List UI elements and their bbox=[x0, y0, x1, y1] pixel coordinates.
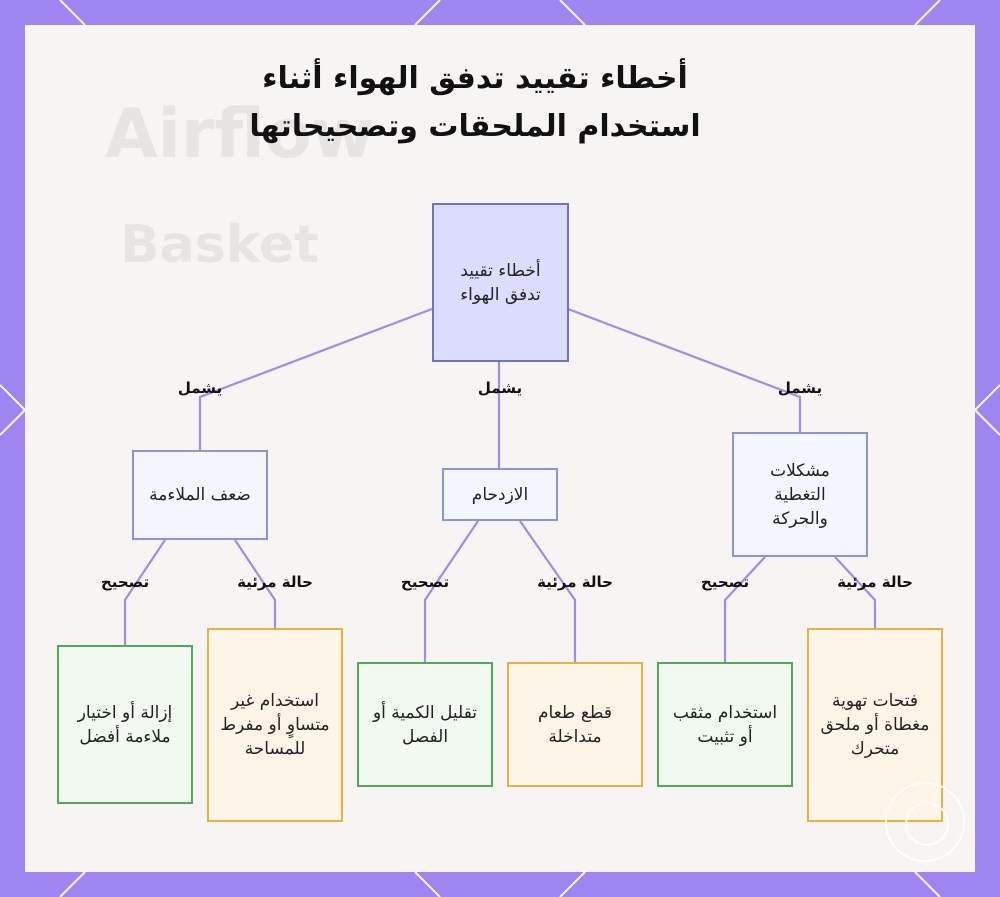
edge-label-case-1: حالة مرئية bbox=[237, 573, 313, 591]
edge-crowding-case bbox=[519, 520, 577, 662]
edge-poor-fit-fix bbox=[123, 539, 166, 645]
node-fix-crowding: تقليل الكمية أو الفصل bbox=[357, 662, 493, 787]
edge-coverage-case bbox=[834, 556, 877, 628]
edge-label-includes-right: يشمل bbox=[777, 379, 823, 397]
edge-label-fix-2: تصحيح bbox=[400, 573, 450, 591]
edge-label-includes-left: يشمل bbox=[177, 379, 223, 397]
edge-label-fix-1: تصحيح bbox=[100, 573, 150, 591]
node-root: أخطاء تقييد تدفق الهواء bbox=[432, 203, 569, 362]
node-case-poor-fit: استخدام غير متساوٍ أو مفرط للمساحة bbox=[207, 628, 343, 822]
node-case-crowding: قطع طعام متداخلة bbox=[507, 662, 643, 787]
node-fix-coverage: استخدام مثقب أو تثبيت bbox=[657, 662, 793, 787]
node-crowding: الازدحام bbox=[442, 468, 558, 521]
edge-label-case-3: حالة مرئية bbox=[837, 573, 913, 591]
title-line-2: استخدام الملحقات وتصحيحاتها bbox=[249, 109, 701, 144]
edge-root-poor-fit bbox=[198, 307, 433, 450]
edge-crowding-fix bbox=[423, 520, 479, 662]
edge-poor-fit-case bbox=[234, 539, 277, 628]
edge-label-includes-center: يشمل bbox=[477, 379, 523, 397]
background-watermark-1: Airflow bbox=[105, 95, 375, 174]
node-coverage: مشكلات التغطية والحركة bbox=[732, 432, 868, 557]
watermark-logo-icon bbox=[885, 782, 965, 862]
title-line-1: أخطاء تقييد تدفق الهواء أثناء bbox=[262, 61, 688, 96]
node-fix-poor-fit: إزالة أو اختيار ملاءمة أفضل bbox=[57, 645, 193, 804]
edge-coverage-fix bbox=[723, 556, 766, 662]
background-watermark-2: Basket bbox=[120, 215, 319, 275]
edge-label-case-2: حالة مرئية bbox=[537, 573, 613, 591]
node-poor-fit: ضعف الملاءمة bbox=[132, 450, 268, 540]
diagram-title: أخطاء تقييد تدفق الهواء أثناء استخدام ال… bbox=[175, 55, 775, 151]
edge-root-coverage bbox=[567, 307, 802, 432]
edge-label-fix-3: تصحيح bbox=[700, 573, 750, 591]
